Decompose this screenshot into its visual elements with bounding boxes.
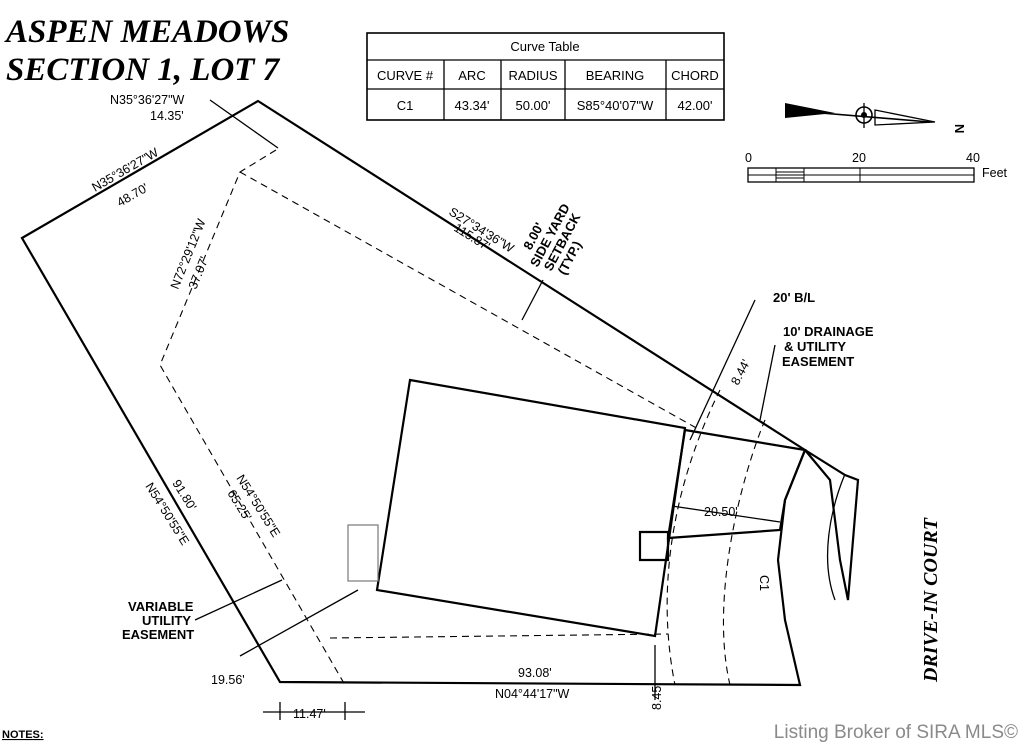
variable-easement-label: VARIABLE <box>128 599 194 614</box>
curve-c1-label: C1 <box>757 575 771 591</box>
dim-line-side-yard <box>521 279 544 321</box>
building-line-20ft <box>666 389 721 686</box>
variable-easement-label: UTILITY <box>142 613 191 628</box>
scale-bar: 0 20 40 Feet <box>745 151 1008 183</box>
drainage-label: EASEMENT <box>782 354 854 369</box>
dim-label-844: 8.44' <box>728 357 753 387</box>
leader-line <box>209 99 279 149</box>
scale-unit: Feet <box>982 166 1008 180</box>
curve-table: Curve Table CURVE # ARC RADIUS BEARING C… <box>366 32 725 121</box>
drainage-label: 10' DRAINAGE <box>783 324 874 339</box>
drainage-label: & UTILITY <box>784 339 846 354</box>
curve-table-cell: S85°40'07"W <box>577 98 654 113</box>
title-line-2: SECTION 1, LOT 7 <box>6 52 281 88</box>
house-footprint <box>375 378 687 638</box>
title-line-1: ASPEN MEADOWS <box>4 14 289 50</box>
setback-line-north <box>239 171 701 431</box>
dim-line-2050 <box>671 505 781 523</box>
porch-footprint <box>347 524 379 582</box>
building-line-label: 20' B/L <box>773 290 815 305</box>
lot-boundary <box>20 99 807 687</box>
notes-heading: NOTES: <box>2 729 44 741</box>
curve-table-header: RADIUS <box>508 68 557 83</box>
utility-easement-line <box>329 633 669 639</box>
curve-table-cell: 43.34' <box>454 98 489 113</box>
nw2-bearing-label: N35°36'27"W <box>90 145 162 194</box>
leader-line <box>689 299 756 441</box>
curve-table-cell: 50.00' <box>515 98 550 113</box>
curve-table-cell: 42.00' <box>677 98 712 113</box>
dim-label-1147: 11.47' <box>293 707 326 721</box>
curve-table-header: ARC <box>458 68 485 83</box>
curve-table-cell: C1 <box>397 98 414 113</box>
sw-distance-label: 91.80' <box>169 477 199 513</box>
north-arrow-icon: N <box>784 103 967 133</box>
nw2-distance-label: 48.70' <box>115 181 151 210</box>
curve-table-header: CHORD <box>671 68 719 83</box>
nw1-distance-label: 14.35' <box>150 109 184 123</box>
south-bearing-label: N04°44'17"W <box>495 687 570 701</box>
dim-label-1956: 19.56' <box>211 673 245 687</box>
setback-line-west <box>159 149 346 686</box>
south-distance-label: 93.08' <box>518 666 552 680</box>
leader-line <box>759 344 776 421</box>
stoop-footprint <box>638 530 670 562</box>
scale-tick: 0 <box>745 151 752 165</box>
leader-line <box>194 579 283 621</box>
scale-tick: 40 <box>966 151 980 165</box>
mls-watermark: Listing Broker of SIRA MLS© <box>774 722 1018 743</box>
nw1-bearing-label: N35°36'27"W <box>110 93 185 107</box>
scale-tick: 20 <box>852 151 866 165</box>
garage-footprint <box>666 428 807 540</box>
dim-line-1956 <box>239 589 359 657</box>
curve-table-header: CURVE # <box>377 68 434 83</box>
curve-table-caption: Curve Table <box>510 39 579 54</box>
driveway <box>804 449 860 601</box>
curve-table-header: BEARING <box>586 68 645 83</box>
side-yard-setback-callout: 8.00' SIDE YARD SETBACK (TYP.) <box>520 201 584 277</box>
drainage-easement-line <box>722 419 766 686</box>
north-label: N <box>952 124 967 133</box>
variable-easement-label: EASEMENT <box>122 627 194 642</box>
dim-label-2050: 20.50' <box>704 505 738 519</box>
driveway-edge <box>826 473 846 601</box>
street-name: DRIVE-IN COURT <box>920 517 942 683</box>
dim-label-845: 8.45' <box>650 683 664 710</box>
